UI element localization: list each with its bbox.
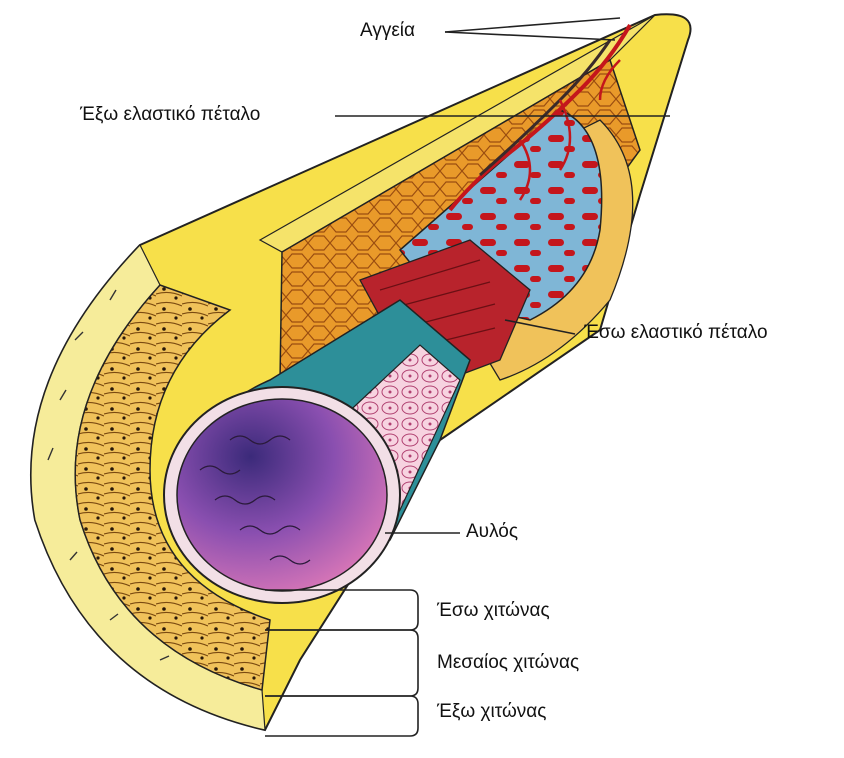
label-external-elastic-lamina: Έξω ελαστικό πέταλο <box>80 104 261 125</box>
label-tunica-intima: Έσω χιτώνας <box>437 600 550 621</box>
label-internal-elastic-lamina: Έσω ελαστικό πέταλο <box>584 322 768 343</box>
label-tunica-media: Μεσαίος χιτώνας <box>437 652 580 673</box>
lumen-shape <box>163 386 401 604</box>
vasa-vasorum <box>448 24 632 212</box>
leader-lines <box>265 17 670 737</box>
label-vessels: Αγγεία <box>360 20 416 41</box>
label-lumen: Αυλός <box>466 521 518 542</box>
label-tunica-externa: Έξω χιτώνας <box>437 701 547 722</box>
